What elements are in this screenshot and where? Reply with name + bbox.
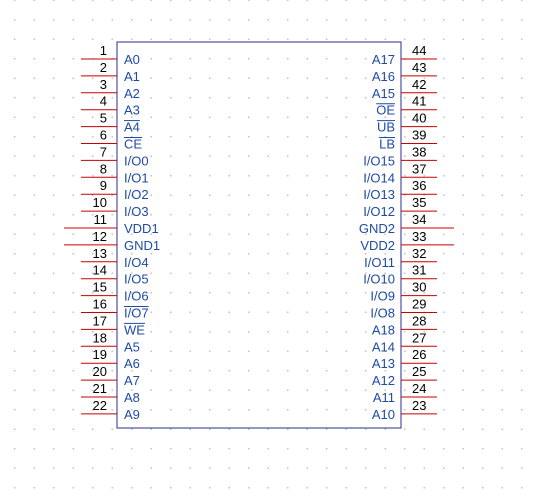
left-pin-number-5: 5 [100,111,107,126]
right-pin-number-36: 36 [412,178,426,193]
left-pin-name-20: A7 [124,373,140,388]
right-pin-number-29: 29 [412,297,426,312]
right-pin-number-38: 38 [412,144,426,159]
left-pin-number-9: 9 [100,178,107,193]
right-pin-name-23: A10 [372,407,395,422]
right-pin-name-36: I/O13 [363,187,395,202]
left-pin-number-13: 13 [93,246,107,261]
left-pin-number-3: 3 [100,77,107,92]
right-pin-number-42: 42 [412,77,426,92]
left-pin-number-11: 11 [94,212,108,227]
left-pin-name-21: A8 [124,390,140,405]
left-pin-number-22: 22 [93,398,107,413]
right-pin-number-41: 41 [412,94,426,109]
left-pin-name-14: I/O5 [124,272,149,287]
left-pin-name-12: GND1 [124,238,160,253]
right-pin-number-43: 43 [412,60,426,75]
left-pin-number-14: 14 [93,263,107,278]
left-pin-name-19: A6 [124,356,140,371]
right-pin-name-34: GND2 [359,221,395,236]
right-pin-number-39: 39 [412,128,426,143]
right-pin-number-35: 35 [412,195,426,210]
right-pin-name-25: A12 [372,373,395,388]
left-pin-name-11: VDD1 [124,221,159,236]
right-pin-name-43: A16 [372,69,395,84]
left-pin-number-6: 6 [100,128,107,143]
left-pin-number-2: 2 [100,60,107,75]
right-pin-name-44: A17 [372,52,395,67]
left-pin-name-16: I/O7 [124,306,149,321]
left-pin-number-20: 20 [93,364,107,379]
left-pin-name-13: I/O4 [124,255,149,270]
right-pin-number-34: 34 [412,212,426,227]
right-pin-name-35: I/O12 [363,204,395,219]
left-pin-number-12: 12 [93,229,107,244]
left-pin-number-1: 1 [100,43,107,58]
left-pin-name-3: A2 [124,86,140,101]
left-pin-name-9: I/O2 [124,187,149,202]
right-pin-name-42: A15 [372,86,395,101]
right-pin-name-40: UB [377,120,395,135]
left-pin-name-22: A9 [124,407,140,422]
left-pin-number-18: 18 [93,330,107,345]
left-pin-name-7: I/O0 [124,153,149,168]
left-pin-number-4: 4 [100,94,107,109]
right-pin-number-30: 30 [412,280,426,295]
right-pin-number-23: 23 [412,398,426,413]
left-pin-number-8: 8 [100,161,107,176]
right-pin-name-26: A13 [372,356,395,371]
left-pin-number-10: 10 [93,195,107,210]
right-pin-name-37: I/O14 [363,170,395,185]
right-pin-number-44: 44 [412,43,426,58]
left-pin-name-5: A4 [124,120,140,135]
right-pin-name-31: I/O10 [363,272,395,287]
left-pin-number-21: 21 [93,381,107,396]
right-pin-name-28: A18 [372,322,395,337]
right-pin-name-29: I/O8 [370,306,395,321]
left-pin-name-10: I/O3 [124,204,149,219]
left-pin-number-15: 15 [93,280,107,295]
left-pin-number-16: 16 [93,297,107,312]
left-pin-name-18: A5 [124,339,140,354]
left-pin-name-1: A0 [124,52,140,67]
left-pin-number-17: 17 [93,313,107,328]
right-pin-number-28: 28 [412,313,426,328]
right-pin-number-33: 33 [412,229,426,244]
right-pin-name-38: I/O15 [363,153,395,168]
left-pin-group: 1A0 2A1 3A2 4A3 5A4 6CE 7I/O0 8I/O1 9I/O2 10I/O3 1… [64,43,160,422]
left-pin-number-7: 7 [100,144,107,159]
right-pin-number-40: 40 [412,111,426,126]
right-pin-number-31: 31 [412,263,426,278]
right-pin-name-39: LB [379,137,395,152]
right-pin-name-30: I/O9 [370,289,395,304]
ic-body [116,41,402,429]
right-pin-number-24: 24 [412,381,426,396]
right-pin-number-27: 27 [412,330,426,345]
right-pin-name-32: I/O11 [364,255,395,270]
left-pin-name-8: I/O1 [124,170,149,185]
right-pin-number-37: 37 [412,161,426,176]
left-pin-name-17: WE [124,322,145,337]
left-pin-name-6: CE [124,137,142,152]
right-pin-number-32: 32 [412,246,426,261]
left-pin-name-4: A3 [124,103,140,118]
left-pin-name-2: A1 [124,69,140,84]
right-pin-name-27: A14 [372,339,395,354]
right-pin-number-26: 26 [412,347,426,362]
right-pin-number-25: 25 [412,364,426,379]
right-pin-name-24: A11 [373,390,395,405]
left-pin-name-15: I/O6 [124,289,149,304]
right-pin-name-33: VDD2 [360,238,395,253]
right-pin-name-41: OE [376,103,395,118]
left-pin-number-19: 19 [93,347,107,362]
